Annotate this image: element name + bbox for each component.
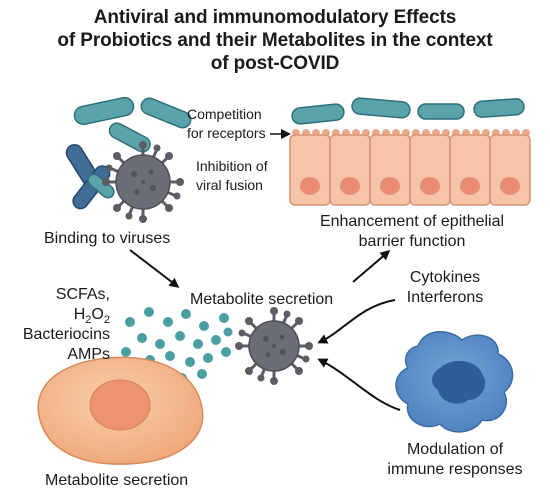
- h2o2-o: O: [91, 306, 104, 323]
- label-metabolite-secretion-center: Metabolite secretion: [190, 291, 334, 308]
- label-competition-line2: for receptors: [187, 125, 266, 141]
- arrow-immune-to-virus: [317, 358, 401, 411]
- host-cell: [37, 356, 204, 465]
- epithelial-cell: [409, 134, 451, 206]
- label-bacteriocins: Bacteriocins: [22, 326, 110, 343]
- epithelial-cell: [329, 134, 371, 206]
- bacteria-over-epithelium: [291, 97, 525, 125]
- label-inhibition-line2: viral fusion: [196, 177, 263, 193]
- label-inhibition-line1: Inhibition of: [196, 158, 268, 174]
- label-epithelial-line2: barrier function: [358, 233, 466, 250]
- epithelial-cell: [489, 134, 531, 206]
- host-cell-nucleus: [89, 379, 151, 431]
- label-metabolite-secretion-bottom: Metabolite secretion: [45, 472, 189, 489]
- rod-bacterium: [108, 122, 151, 153]
- rod-bacterium: [73, 96, 135, 126]
- rod-bacterium: [417, 103, 465, 120]
- arrow-cytokines-to-virus: [317, 299, 396, 344]
- title-line-1: Antiviral and immunomodulatory Effects: [93, 7, 457, 28]
- label-scfas: SCFAs,: [55, 286, 110, 303]
- virus-top-left: [102, 141, 184, 223]
- title-line-3: of post-COVID: [210, 53, 340, 74]
- h2o2-sub-1: 2: [85, 314, 92, 327]
- label-cytokines: Cytokines: [409, 269, 481, 286]
- label-modulation-line1: Modulation of: [406, 441, 504, 458]
- immune-cell-nucleus: [432, 360, 486, 404]
- epithelial-cell: [369, 134, 411, 206]
- title-line-2: of Probiotics and their Metabolites in t…: [57, 30, 493, 51]
- label-binding-to-viruses: Binding to viruses: [44, 230, 171, 247]
- arrow-metabolite-to-epithelium: [352, 250, 391, 283]
- epithelial-layer: [289, 129, 531, 206]
- label-h2o2: H2O2: [10, 305, 110, 330]
- rod-bacterium: [291, 103, 345, 125]
- h2o2-h: H: [73, 306, 86, 323]
- rod-bacterium: [351, 97, 411, 119]
- arrow-binding-to-metabolite: [129, 249, 180, 288]
- immune-cell: [395, 331, 514, 433]
- epithelial-cell: [289, 134, 331, 206]
- label-competition-line1: Competition: [187, 106, 262, 122]
- h2o2-sub-2: 2: [103, 314, 110, 327]
- label-amps: AMPs: [67, 346, 110, 363]
- label-interferons: Interferons: [406, 289, 484, 306]
- epithelial-cell: [449, 134, 491, 206]
- rod-bacterium: [140, 97, 192, 129]
- label-epithelial-line1: Enhancement of epithelial: [319, 213, 505, 230]
- label-modulation-line2: immune responses: [387, 461, 523, 478]
- virus-center: [235, 307, 313, 385]
- rod-bacterium: [473, 98, 525, 118]
